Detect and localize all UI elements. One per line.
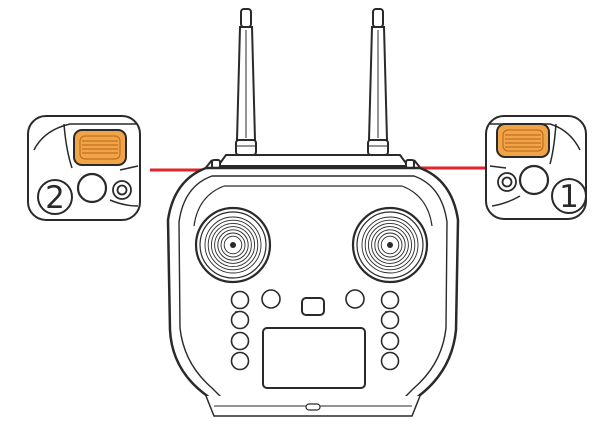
inset-right-button-large <box>518 164 550 196</box>
callout-badge-2 <box>37 179 73 215</box>
controller-top-bar <box>203 154 423 171</box>
inset-left-body-lines <box>33 123 139 207</box>
antenna-left <box>235 8 257 156</box>
scroll-wheel-right <box>496 123 550 158</box>
center-button-left <box>261 289 281 309</box>
antenna-right <box>367 8 389 156</box>
side-button-columns <box>230 290 400 371</box>
callout-number-2: 2 <box>45 180 65 216</box>
right-side-button <box>380 351 400 371</box>
center-button-right <box>345 289 365 309</box>
inset-right-body-lines <box>489 123 581 207</box>
left-side-button <box>230 331 250 351</box>
callout-badge-1 <box>551 178 587 214</box>
left-side-button <box>230 351 250 371</box>
center-power-button <box>301 297 325 316</box>
callout-number-1: 1 <box>559 179 579 215</box>
inset-right-callout: 1 <box>485 115 587 220</box>
display-screen <box>262 327 366 389</box>
left-side-button <box>230 310 250 330</box>
right-side-button <box>380 310 400 330</box>
inset-right-button-small <box>497 172 517 192</box>
inset-left-callout: 2 <box>27 115 141 221</box>
right-side-button <box>380 290 400 310</box>
left-control-stick <box>194 206 272 284</box>
left-side-button <box>230 290 250 310</box>
inset-left-button-small <box>112 180 132 200</box>
right-side-button <box>380 331 400 351</box>
right-control-stick <box>351 206 429 284</box>
bottom-slot <box>305 403 321 411</box>
inset-left-button-large <box>76 172 108 204</box>
scroll-wheel-left <box>73 129 127 166</box>
